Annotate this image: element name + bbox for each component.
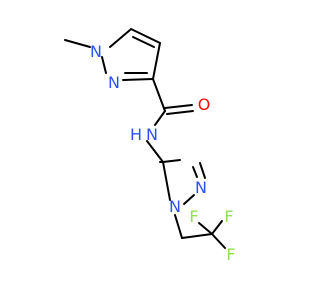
atom-f-top-right: F [224, 207, 233, 226]
bond-n-amide-c4b [146, 140, 164, 163]
atom-n-pyrazole2: N [195, 178, 207, 197]
bond-carbonyl-n-amide [154, 110, 166, 126]
atom-f-right: F [226, 245, 235, 264]
atom-n-methyl: N [90, 42, 102, 61]
bond-n-pyr2-n-sub [183, 194, 195, 205]
atom-n-amide: N [146, 125, 158, 144]
bond-c5-c4 [130, 28, 161, 44]
bond-c3-carbonyl [152, 78, 166, 112]
bond-carbonyl-o-2 [166, 110, 194, 115]
atom-label-layer: N N O N H N N F F F [90, 42, 236, 264]
molecule-structure: N N O N H N N F F F [64, 28, 236, 264]
molecule-canvas: N N O N H N N F F F [64, 28, 236, 264]
bond-c5b-n-pyr2-inner [192, 166, 198, 178]
bond-n-sub-c [162, 161, 171, 201]
atom-o-carbonyl: O [198, 95, 211, 114]
bond-c4-c3 [152, 42, 161, 80]
bond-n2-n1 [101, 56, 107, 74]
bond-c-f-left [198, 222, 213, 235]
bond-c-f-bottom [211, 233, 226, 249]
bond-c5-c4-inner [132, 36, 155, 48]
bond-layer [64, 28, 226, 249]
bond-n1-c5 [109, 29, 131, 48]
bond-carbonyl-o [164, 104, 193, 109]
atom-n-pyrazole2-sub: N [169, 197, 181, 216]
bond-c-f-right [211, 220, 223, 235]
bond-methyl-n1 [64, 39, 91, 48]
atom-f-top-left: F [189, 207, 198, 226]
atom-h-amide: H [130, 125, 142, 144]
bond-n-sub-ch2 [174, 214, 183, 239]
bond-ch2-cf3 [181, 233, 213, 239]
bond-c5b-n-pyr2 [199, 162, 206, 179]
bond-c3-n2 [122, 78, 154, 81]
atom-n-pyrazole: N [108, 73, 120, 92]
bond-c4b-c5b [162, 159, 181, 163]
